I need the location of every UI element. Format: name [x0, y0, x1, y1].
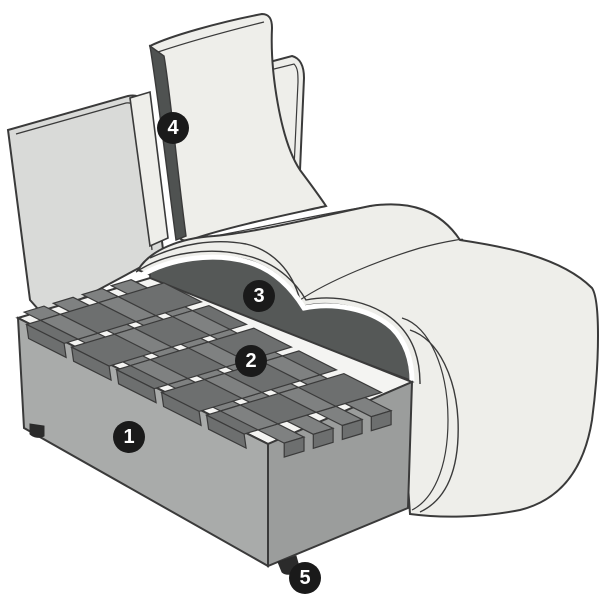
callout-1: 1	[113, 421, 145, 453]
callout-3-label: 3	[253, 285, 264, 307]
callout-2-label: 2	[245, 350, 256, 372]
foot-left	[30, 424, 44, 437]
callout-4: 4	[157, 112, 189, 144]
callout-3: 3	[243, 280, 275, 312]
callout-1-label: 1	[123, 426, 134, 448]
callout-2: 2	[235, 345, 267, 377]
callout-5-label: 5	[299, 567, 310, 589]
callout-5: 5	[289, 562, 321, 594]
callout-4-label: 4	[167, 117, 179, 139]
